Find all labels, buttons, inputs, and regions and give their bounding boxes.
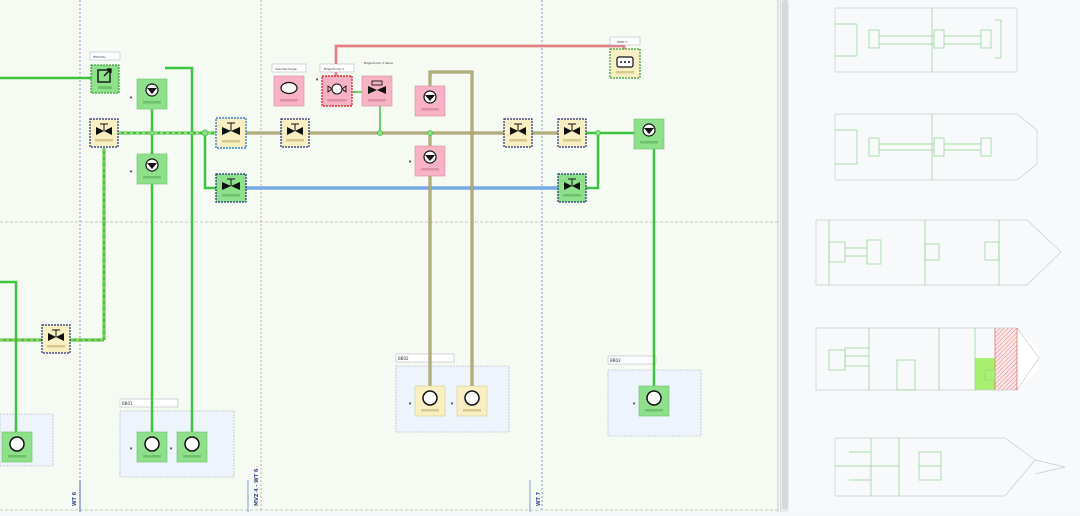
strainer-unit[interactable] <box>136 78 168 110</box>
strainer-unit[interactable] <box>136 153 168 185</box>
side-marker: ■ <box>316 78 319 81</box>
piping-diagram: WT 6 MVZ 4 - WT 6 WT 7 BB01 BB02 BB03 <box>0 0 780 512</box>
room-tag <box>395 353 455 363</box>
pipe-brown-core <box>429 71 473 388</box>
pipe-brown <box>428 70 474 388</box>
zone-label: WT 6 <box>72 491 78 506</box>
side-marker: ■ <box>633 402 636 405</box>
pipe-junction <box>595 130 601 136</box>
component-tag <box>609 36 641 46</box>
deck-thumbnail[interactable] <box>834 437 1066 497</box>
hmccu-unit[interactable] <box>90 64 120 94</box>
valve-icon <box>564 123 580 135</box>
deck-thumbnail[interactable] <box>815 219 1062 286</box>
valve-icon <box>222 178 240 190</box>
filter-icon <box>423 90 437 104</box>
deck-thumbnail-panel <box>789 0 1080 512</box>
valve-unit[interactable] <box>557 118 587 148</box>
deck-thumbnails <box>815 7 1066 497</box>
pipe-green <box>586 133 600 190</box>
side-marker: ■ <box>409 160 412 163</box>
valve-icon <box>222 122 240 135</box>
side-marker: ■ <box>130 447 133 450</box>
deck-thumbnail[interactable] <box>815 327 1040 391</box>
circle-icon <box>464 390 480 406</box>
deck-thumbnail[interactable] <box>834 113 1038 181</box>
zone-label: WT 7 <box>536 491 542 506</box>
suction-well[interactable] <box>1 431 33 463</box>
suction-well[interactable] <box>414 385 446 417</box>
pipe-green <box>165 66 194 432</box>
valve-unit[interactable] <box>215 173 247 203</box>
sensor-icon <box>616 56 634 68</box>
valve-unit[interactable] <box>557 173 587 203</box>
pipe-junction <box>149 130 155 136</box>
pipe-junction <box>427 130 433 136</box>
side-marker: ■ <box>130 96 133 99</box>
component-tag-text: Sea Discharge <box>275 67 297 71</box>
circle-icon <box>144 436 160 452</box>
oval-icon <box>280 81 298 95</box>
component-tag <box>271 63 307 73</box>
component-tag-text: MHZ 3 <box>617 40 627 44</box>
bilge-pump-valve[interactable] <box>361 75 393 107</box>
circle-icon <box>9 436 25 452</box>
side-marker: ■ <box>170 447 173 450</box>
component-tag-text: HMCCUs <box>93 55 106 59</box>
valve-unit[interactable] <box>280 118 310 148</box>
valve-icon <box>48 329 64 341</box>
room-tag <box>607 355 657 365</box>
strainer-unit[interactable] <box>633 118 665 150</box>
valve-unit[interactable] <box>89 118 119 148</box>
side-marker: ■ <box>130 170 133 173</box>
suction-well[interactable] <box>456 385 488 417</box>
strainer-unit[interactable] <box>414 85 446 117</box>
side-marker: ■ <box>451 402 454 405</box>
component-tag <box>89 51 121 61</box>
scrollbar-thumb[interactable] <box>782 0 788 510</box>
filter-icon <box>642 123 656 137</box>
mhz-sensor[interactable] <box>609 48 641 79</box>
sea-discharge[interactable] <box>273 75 305 107</box>
room-tag-text: BB01 <box>122 401 133 406</box>
valve-unit[interactable] <box>215 117 247 149</box>
suction-well[interactable] <box>136 431 168 463</box>
circle-icon <box>184 436 200 452</box>
pipe-junction <box>201 129 209 137</box>
strainer-unit[interactable] <box>414 145 446 177</box>
room-tag <box>119 398 179 408</box>
room-tag-text: BB03 <box>610 358 621 363</box>
valve-icon <box>510 123 526 135</box>
valve-unit[interactable] <box>41 324 71 354</box>
circle-icon <box>422 390 438 406</box>
bilge-pump[interactable] <box>321 75 353 107</box>
circle-icon <box>646 390 662 406</box>
pipe-green <box>0 280 18 432</box>
room-box <box>395 365 510 433</box>
suction-well[interactable] <box>638 385 670 417</box>
suction-well[interactable] <box>176 431 208 463</box>
valve-icon <box>96 123 112 135</box>
pipe-junction <box>377 130 383 136</box>
room-tag-text: BB02 <box>398 356 409 361</box>
component-tag <box>319 63 355 73</box>
filter-icon <box>145 83 159 97</box>
valve-icon <box>368 80 386 94</box>
vertical-scrollbar[interactable] <box>780 0 789 512</box>
filter-icon <box>423 150 437 164</box>
valve-icon <box>287 123 303 135</box>
deck-thumbnail[interactable] <box>834 7 1018 73</box>
pump-icon <box>327 83 347 95</box>
valve-icon <box>564 178 580 190</box>
component-tag-text: Bilge Pump 3 <box>324 67 344 71</box>
side-marker: ■ <box>409 402 412 405</box>
filter-icon <box>145 158 159 172</box>
component-tag-text: Bilge Pump 3 Valve <box>364 61 393 65</box>
open-square-icon <box>97 68 112 83</box>
zone-label: MVZ 4 - WT 6 <box>254 468 260 506</box>
piping-diagram-canvas[interactable]: WT 6 MVZ 4 - WT 6 WT 7 BB01 BB02 BB03 <box>0 0 780 512</box>
valve-unit[interactable] <box>503 118 533 148</box>
pipe-green <box>203 133 216 190</box>
